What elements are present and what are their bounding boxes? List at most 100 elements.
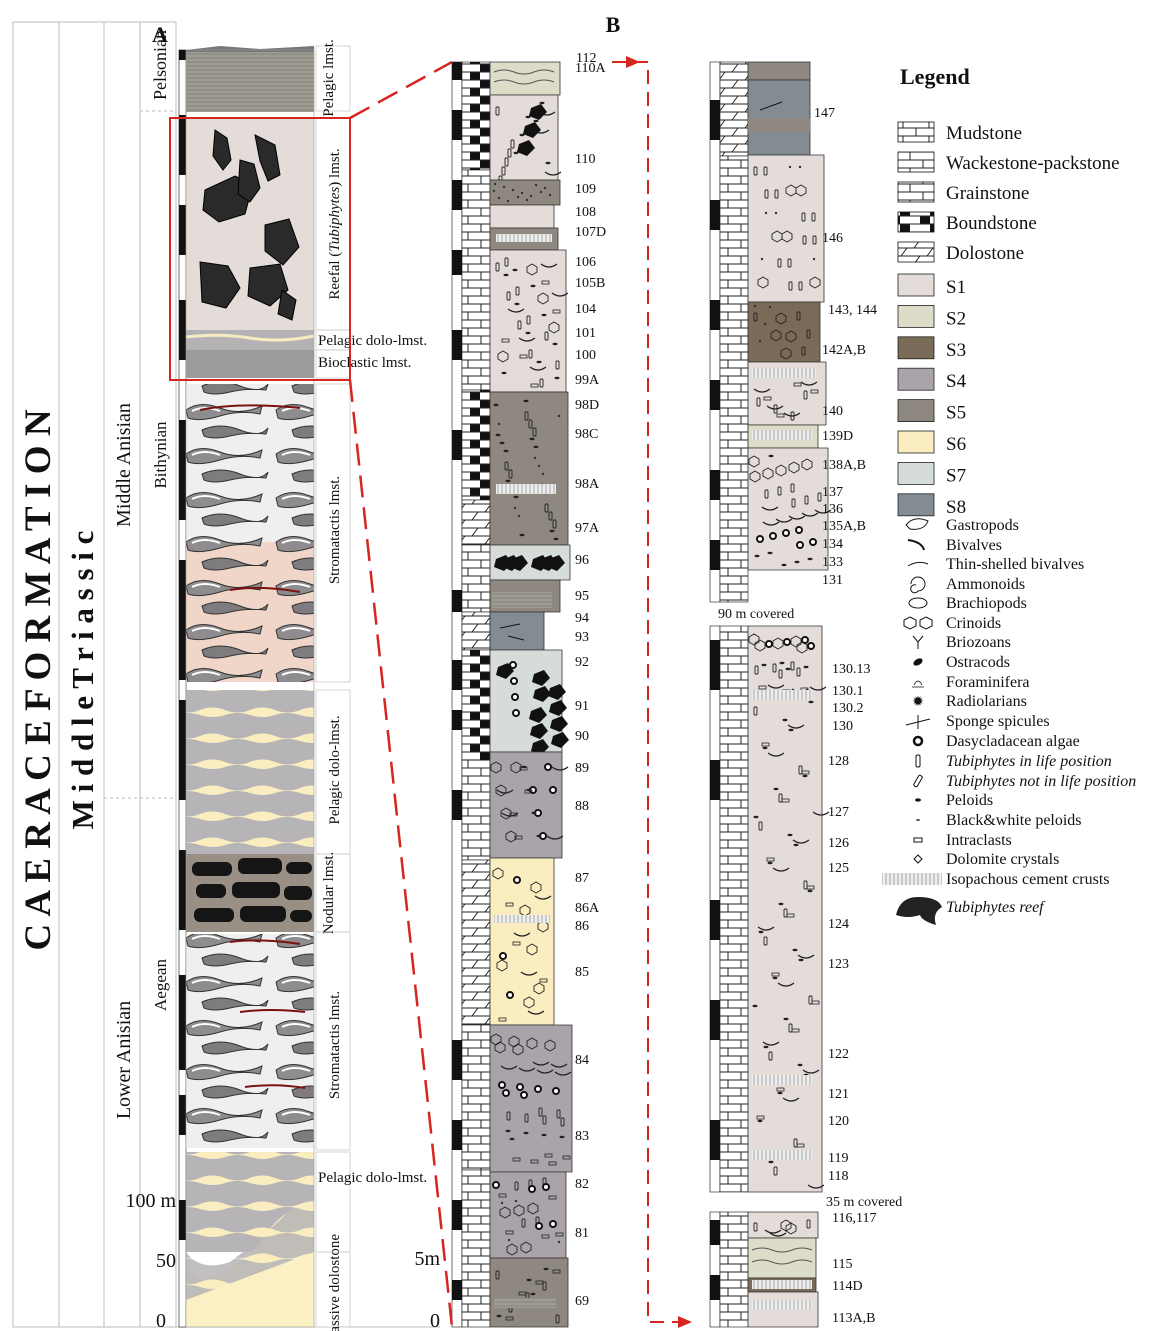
peloid-mark	[524, 400, 529, 402]
dasycladacean-mark	[529, 1186, 535, 1192]
peloid-mark	[799, 959, 804, 961]
facies-swatch	[898, 305, 934, 327]
bed-s1-108	[490, 205, 554, 228]
dot-mark	[501, 1202, 503, 1204]
bed-s5-109	[490, 180, 560, 205]
peloid-mark	[774, 788, 779, 790]
laminae	[492, 592, 552, 608]
nodule	[232, 882, 280, 898]
briozoan-icon	[913, 636, 923, 649]
sample-number: 98D	[575, 398, 599, 413]
peloid-mark	[809, 701, 814, 703]
peloid-mark	[502, 372, 507, 374]
panel-label-a: A	[152, 22, 168, 47]
cement-crust	[752, 1300, 812, 1310]
intraclast-icon	[914, 838, 922, 842]
peloid-icon	[915, 798, 921, 801]
bed-s2-115	[748, 1238, 816, 1278]
sample-number: 83	[575, 1129, 589, 1144]
scale-100m: 100 m	[125, 1190, 176, 1212]
peloid-mark	[496, 434, 501, 436]
sample-number: 105B	[575, 276, 605, 291]
sample-number: 122	[828, 1047, 849, 1062]
dot-mark	[512, 189, 514, 191]
cement-crust	[752, 690, 812, 700]
dot-mark	[535, 184, 537, 186]
ostracod-icon	[912, 657, 924, 667]
section-scale-segment	[452, 330, 462, 360]
section-scale-segment	[452, 790, 462, 820]
symbol-label: Dasycladacean algae	[946, 733, 1080, 750]
sample-number: 121	[828, 1087, 849, 1102]
unit-pelagic-dolo-lmst-2	[186, 690, 314, 854]
peloid-mark	[779, 903, 784, 905]
label-part: ) lmst.	[327, 148, 343, 186]
dot-mark	[799, 166, 801, 168]
section-scale-segment	[710, 200, 720, 230]
substage-aegean: Aegean	[151, 959, 170, 1011]
peloid-mark	[560, 1136, 565, 1138]
lithology-swatch	[898, 182, 934, 202]
sample-number: 119	[828, 1151, 848, 1166]
facies-label: S2	[946, 308, 966, 329]
sample-number: 130.13	[832, 662, 871, 677]
symbol-label: Briozoans	[946, 634, 1011, 651]
peloid-mark	[514, 496, 519, 498]
cement-crust	[496, 484, 556, 494]
facies-swatch	[898, 400, 934, 422]
scale-bar-segment	[179, 420, 186, 520]
peloid-mark	[504, 450, 509, 452]
peloid-mark	[532, 812, 537, 814]
symbol-label: Foraminifera	[946, 674, 1030, 691]
formation-name: C A E R A C E F O R M A T I O N	[18, 409, 59, 950]
dot-mark	[542, 473, 544, 475]
dasycladacean-mark	[766, 641, 772, 647]
stage-box	[104, 22, 140, 1327]
dasycladacean-mark	[808, 643, 814, 649]
facies-swatch	[898, 462, 934, 484]
sample-number: 142A,B	[822, 343, 866, 358]
dasycladacean-mark	[797, 542, 803, 548]
gastropod-icon	[906, 519, 928, 530]
sample-number: 98A	[575, 477, 600, 492]
peloid-mark	[786, 668, 791, 670]
dasycladacean-mark	[521, 1092, 527, 1098]
sample-number: 85	[575, 965, 589, 980]
unit-top-edge	[186, 46, 314, 52]
dasycladacean-mark	[545, 764, 551, 770]
section-scale-segment	[710, 100, 720, 140]
label-part: not in life position	[1015, 773, 1136, 790]
sample-number: 99A	[575, 373, 600, 388]
sample-number: 81	[575, 1226, 589, 1241]
nodule	[192, 862, 232, 876]
legend-symbol-row: Crinoids	[904, 615, 1001, 632]
dasycladacean-mark	[507, 992, 513, 998]
sample-number: 87	[575, 871, 589, 886]
bed-s4-82-81	[490, 1172, 566, 1258]
tubiphytes-not-life-icon	[913, 775, 922, 787]
stromatactis-cavities	[186, 934, 314, 1148]
bivalve-icon	[908, 540, 924, 550]
dot-mark	[789, 166, 791, 168]
sample-number: 82	[575, 1177, 589, 1192]
unit-label-stromatactis-lmst: Stromatactis lmst.	[327, 476, 343, 584]
peloid-mark	[534, 120, 539, 122]
label-part: in life position	[1015, 753, 1111, 770]
peloid-mark	[773, 977, 778, 979]
symbol-label: Black&white peloids	[946, 812, 1082, 829]
sample-number: 109	[575, 182, 596, 197]
sample-number: 137	[822, 485, 843, 500]
nodule	[240, 906, 286, 922]
dot-mark	[558, 1241, 560, 1243]
bed-s1-106-99A	[490, 250, 566, 392]
section-scale-segment	[452, 250, 462, 275]
sample-number: 110	[575, 152, 595, 167]
peloid-mark	[783, 719, 788, 721]
substage-bithynian: Bithynian	[151, 421, 170, 489]
thin-bivalve-icon	[908, 562, 928, 566]
dasycladacean-mark	[543, 1184, 549, 1190]
stage-middle-anisian: Middle Anisian	[113, 403, 135, 527]
legend-symbol-row: Bivalves	[908, 537, 1002, 554]
lithology-bar	[462, 612, 490, 650]
dasycladacean-mark	[510, 662, 516, 668]
